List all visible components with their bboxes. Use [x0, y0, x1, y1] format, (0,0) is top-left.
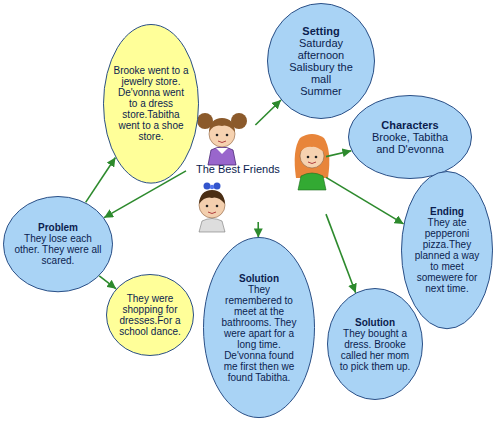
node-heading: Setting — [289, 25, 353, 37]
group-title: The Best Friends — [196, 163, 280, 175]
arrow-connector — [99, 276, 116, 289]
arrow-connector — [326, 151, 351, 157]
node-text: Brooke, Tabitha and D'evonna — [368, 131, 452, 155]
ellipse-shape — [268, 4, 375, 119]
node-text: They lose each other. They were all scar… — [14, 233, 102, 266]
ellipse-content: SettingSaturday afternoon Salisbury the … — [289, 25, 353, 98]
ellipse-content: SolutionThey bought a dress. Brooke call… — [338, 317, 412, 372]
girl-figure — [197, 113, 247, 165]
ellipse-content: Brooke went to a jewelry store. De'vonna… — [113, 65, 189, 142]
arrow-connector — [257, 222, 259, 237]
ellipse-shape — [4, 196, 113, 291]
node-heading: Solution — [219, 273, 299, 284]
arrow-connector — [326, 214, 356, 293]
node-text: Saturday afternoon Salisbury the mall Su… — [289, 37, 353, 97]
ellipse-shape — [328, 289, 423, 400]
node-heading: Solution — [338, 317, 412, 328]
story-ellipse: EndingThey ate pepperoni pizza.They plan… — [401, 171, 493, 329]
arrow-connector — [86, 158, 116, 203]
arrow-connector — [326, 177, 404, 224]
ellipse-shape — [104, 25, 199, 184]
ellipse-shape — [107, 275, 194, 356]
girl-figure — [199, 183, 225, 233]
story-ellipse: CharactersBrooke, Tabitha and D'evonna — [348, 95, 472, 179]
story-ellipse: SolutionThey remembered to meet at the b… — [203, 237, 315, 418]
ellipse-content: They were shopping for dresses.For a sch… — [119, 293, 181, 337]
ellipse-content: EndingThey ate pepperoni pizza.They plan… — [413, 206, 481, 294]
node-heading: Characters — [368, 119, 452, 131]
node-text: They ate pepperoni pizza.They planned a … — [413, 217, 481, 294]
node-heading: Ending — [413, 206, 481, 217]
detail-ellipse: Brooke went to a jewelry store. De'vonna… — [103, 24, 199, 184]
girl-figure — [295, 134, 330, 190]
node-text: They remembered to meet at the bathrooms… — [219, 284, 299, 383]
detail-ellipse: They were shopping for dresses.For a sch… — [106, 274, 194, 356]
ellipse-shape — [204, 238, 315, 418]
node-text: Brooke went to a jewelry store. De'vonna… — [113, 65, 189, 142]
ellipse-content: CharactersBrooke, Tabitha and D'evonna — [368, 119, 452, 155]
ellipse-shape — [402, 171, 493, 328]
arrow-connector — [255, 100, 281, 125]
node-text: They bought a dress. Brooke called her m… — [338, 328, 412, 372]
story-ellipse: ProblemThey lose each other. They were a… — [3, 196, 113, 292]
story-ellipse: SettingSaturday afternoon Salisbury the … — [267, 3, 375, 119]
node-text: They were shopping for dresses.For a sch… — [119, 293, 181, 337]
title-hub: The Best Friends — [186, 125, 326, 222]
story-ellipse: SolutionThey bought a dress. Brooke call… — [327, 288, 423, 400]
ellipse-content: SolutionThey remembered to meet at the b… — [219, 273, 299, 383]
ellipse-shape — [349, 96, 472, 179]
ellipse-content: ProblemThey lose each other. They were a… — [14, 222, 102, 266]
node-heading: Problem — [14, 222, 102, 233]
